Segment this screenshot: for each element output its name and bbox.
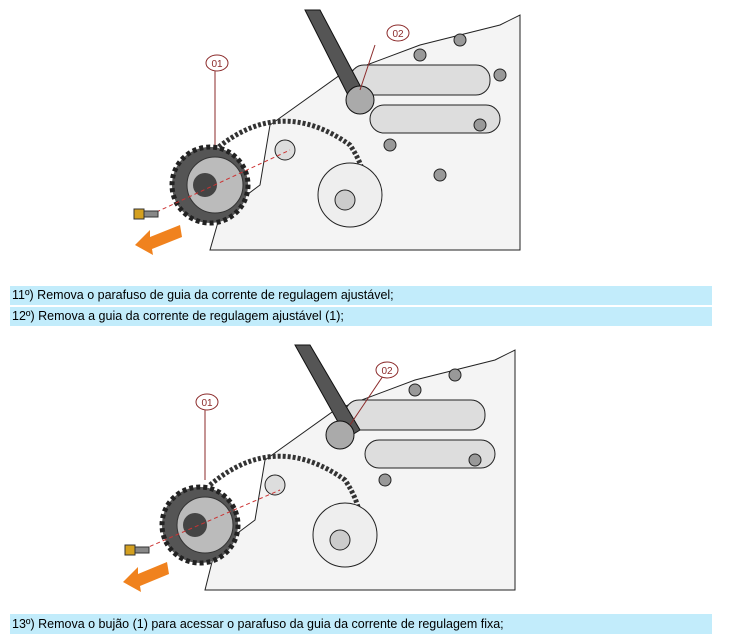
svg-text:02: 02: [381, 366, 393, 377]
camshaft-sprocket: [312, 502, 378, 568]
removal-arrow: [123, 562, 169, 592]
wrench: [294, 344, 361, 439]
engine-block: [209, 14, 521, 251]
step-13-row: 13º) Remova o bujão (1) para acessar o p…: [10, 614, 712, 634]
callout-01: 01: [195, 393, 219, 411]
svg-text:01: 01: [201, 398, 213, 409]
removal-arrow: [135, 225, 182, 255]
engine-illustration-2: 01 02: [123, 344, 516, 592]
bolt: [133, 208, 159, 220]
sprocket: [159, 484, 241, 566]
engine-illustration-1: 01 02: [133, 9, 521, 255]
svg-text:01: 01: [211, 59, 223, 70]
step-12-row: 12º) Remova a guia da corrente de regula…: [10, 307, 712, 326]
svg-text:02: 02: [392, 29, 404, 40]
callout-02: 02: [386, 24, 410, 42]
sprocket: [169, 144, 251, 226]
callout-02: 02: [375, 361, 399, 379]
camshaft-sprocket: [317, 162, 383, 228]
timing-chain: [208, 453, 363, 557]
step-11-row: 11º) Remova o parafuso de guia da corren…: [10, 286, 712, 305]
bolt: [124, 544, 150, 556]
timing-chain: [213, 118, 368, 222]
callout-01: 01: [205, 54, 229, 72]
